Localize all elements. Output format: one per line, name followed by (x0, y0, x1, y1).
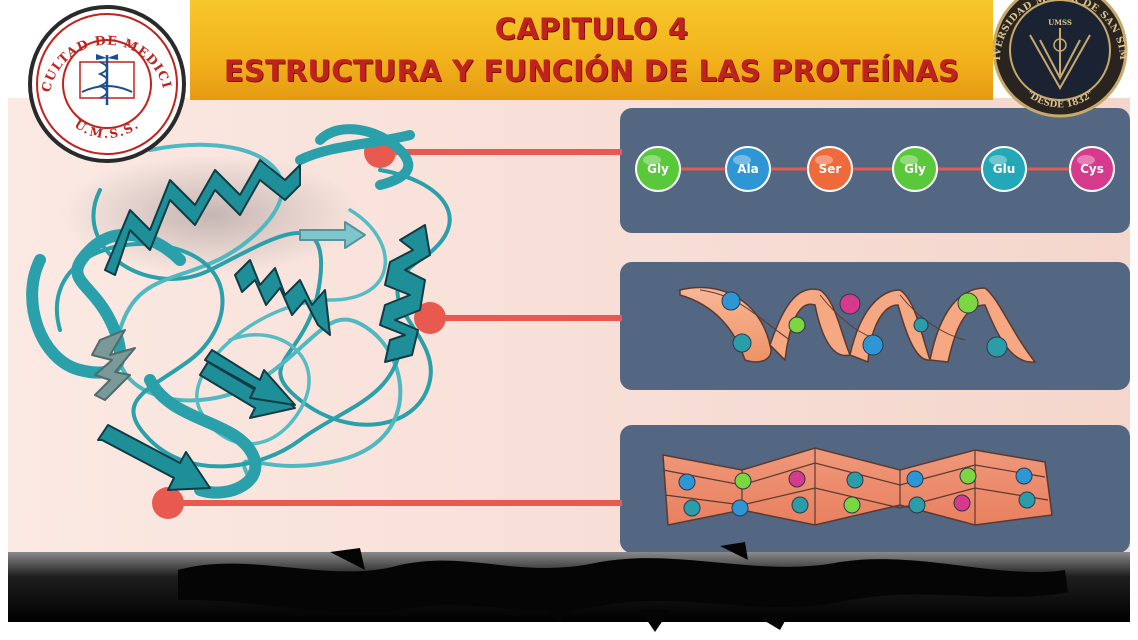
amino-acid-label: Gly (904, 162, 926, 176)
university-seal-inner-text: UMSS (1048, 18, 1072, 27)
residue-bead (788, 316, 806, 334)
title-banner: CAPITULO 4 ESTRUCTURA Y FUNCIÓN DE LAS P… (190, 0, 993, 100)
residue-bead (731, 499, 749, 517)
beta-arrows (97, 221, 366, 491)
redacted-caption-scribble (178, 542, 1068, 632)
residue-bead (1015, 467, 1033, 485)
residue-bead (1018, 491, 1036, 509)
residue-bead (839, 293, 861, 315)
faculty-logo: FACULTAD DE MEDICINA U.M.S.S. (0, 0, 186, 163)
connector-dot (414, 302, 446, 334)
bead-highlight (900, 155, 918, 165)
residue-bead (957, 292, 979, 314)
residue-bead (721, 291, 741, 311)
residue-bead (986, 336, 1008, 358)
residue-bead (908, 496, 926, 514)
residue-bead (913, 317, 929, 333)
amino-acid-label: Gly (647, 162, 669, 176)
bead-highlight (815, 155, 833, 165)
amino-acid-label: Ser (819, 162, 842, 176)
bead-highlight (643, 155, 661, 165)
residue-bead (678, 473, 696, 491)
chapter-subtitle: ESTRUCTURA Y FUNCIÓN DE LAS PROTEÍNAS (223, 54, 960, 88)
bead-highlight (1077, 155, 1095, 165)
amino-acid-label: Ala (737, 162, 759, 176)
residue-bead (846, 471, 864, 489)
residue-bead (959, 467, 977, 485)
residue-bead (906, 470, 924, 488)
amino-acid-bead (892, 146, 938, 192)
residue-bead (788, 470, 806, 488)
bead-highlight (989, 155, 1007, 165)
residue-bead (732, 333, 752, 353)
chapter-title: CAPITULO 4 (494, 12, 689, 46)
connector-dot (152, 487, 184, 519)
amino-acid-label: Glu (993, 162, 1016, 176)
amino-acid-label: Cys (1080, 162, 1104, 176)
residue-bead (734, 472, 752, 490)
amino-acid-bead (807, 146, 853, 192)
helix-residues (721, 291, 1008, 358)
beta-sheet (662, 447, 1053, 526)
alpha-helices (91, 159, 431, 401)
amino-acid-bead (981, 146, 1027, 192)
bead-highlight (733, 155, 751, 165)
tertiary-structure (26, 124, 452, 499)
residue-bead (953, 494, 971, 512)
residue-bead (862, 334, 884, 356)
amino-acid-bead (1069, 146, 1115, 192)
residue-bead (843, 496, 861, 514)
amino-acid-bead (635, 146, 681, 192)
connector-lines (152, 136, 622, 519)
primary-structure: Gly Ala Ser Gly Glu Cys (635, 146, 1115, 192)
residue-bead (683, 499, 701, 517)
residue-bead (791, 496, 809, 514)
amino-acid-bead (725, 146, 771, 192)
